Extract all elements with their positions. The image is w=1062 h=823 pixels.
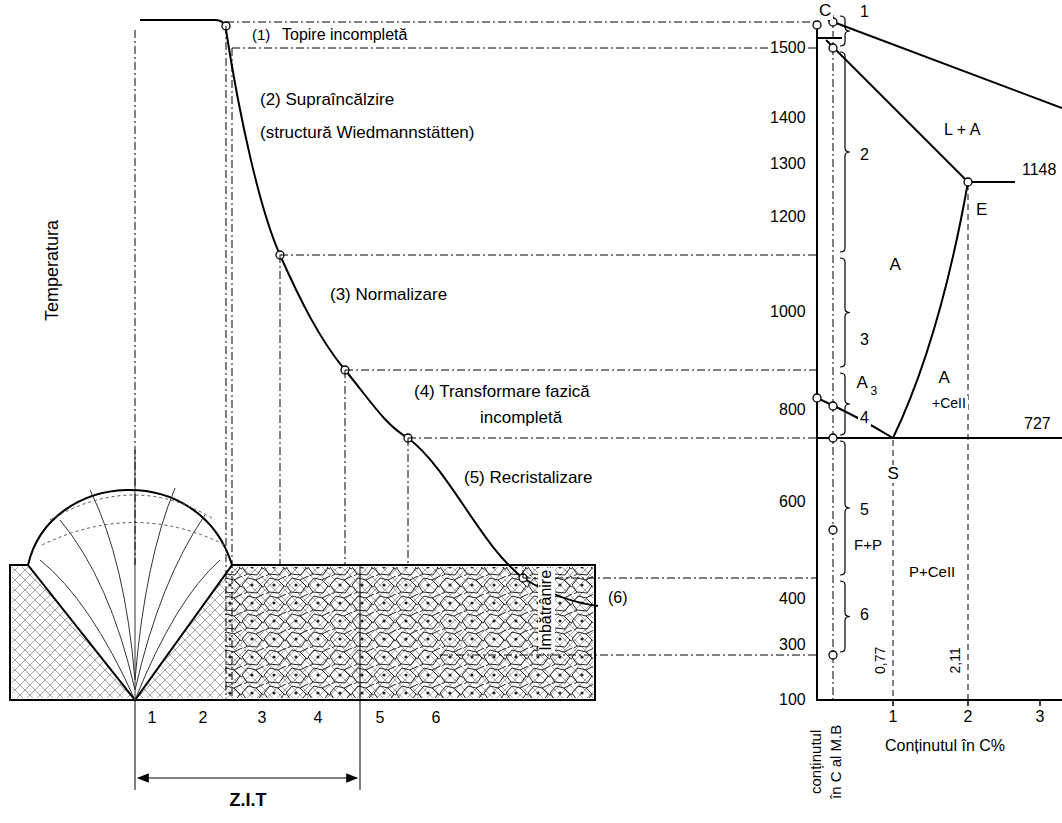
phase-label: P+CeII [907,564,957,580]
zone-name: (3) Normalizare [328,286,449,304]
zone-number: 3 [256,710,269,727]
phase-label: +CeII [930,396,968,411]
zone-number: 5 [374,710,387,727]
zone-name: (4) Transformare fazică [412,383,592,401]
tick-label: 3 [1034,709,1047,726]
bracket-number: 6 [858,607,871,624]
bracket-number: 3 [858,332,871,349]
zone-name: (structură Wiedmannstätten) [258,124,476,142]
tick-label: 800 [777,402,808,419]
zone-name: incompletă [478,409,564,427]
bracket-number: 4 [858,410,871,427]
axis-title: Conținutul în C% [883,738,1007,755]
temperature-value: 727 [1022,416,1053,433]
tick-label: 1 [887,709,900,726]
zone-title: Z.I.T [228,791,269,810]
tick-label: 1000 [768,304,808,321]
phase-label: A [888,256,903,274]
tick-label: 1400 [768,110,808,127]
tick-label: 1500 [768,40,808,57]
zone-number: 2 [197,710,210,727]
phase-label: F+P [852,537,884,553]
bracket-number: 2 [858,147,871,164]
phase-label: A [937,369,952,387]
zone-number: 6 [430,710,443,727]
axis-title: în C al M.B [828,723,844,801]
point-label: S [886,465,901,483]
bracket-number: 5 [858,502,871,519]
tick-label: 2 [962,709,975,726]
axis-title: conținutul [808,728,824,796]
tick-label: 1300 [768,156,808,173]
zone-number: (1) [250,27,272,43]
axis-unit: C [817,2,833,20]
zone-number: 1 [146,710,159,727]
zone-name: Îmbătrânire [538,567,555,652]
zone-name: (5) Recristalizare [462,469,594,487]
point-label: E [974,201,989,219]
brace [840,16,850,652]
phase-label: L + A [942,122,982,139]
axis-value: 0,77 [873,644,888,675]
tick-label: 1200 [768,209,808,226]
bracket-number: 1 [858,4,871,21]
zone-number: 4 [312,710,325,727]
axis-value: 2,11 [948,645,963,675]
tick-label: 300 [777,637,808,654]
tick-label: 100 [777,692,808,709]
axis-title: Temperatura [43,217,62,322]
zone-number: (6) [606,590,630,607]
zone-name: (2) Supraîncălzire [258,91,396,109]
zone-name: Topire incompletă [280,27,409,44]
temperature-value: 1148 [1020,162,1058,179]
phase-subscript: 3 [869,385,880,398]
tick-label: 600 [777,494,808,511]
tick-label: 400 [777,591,808,608]
